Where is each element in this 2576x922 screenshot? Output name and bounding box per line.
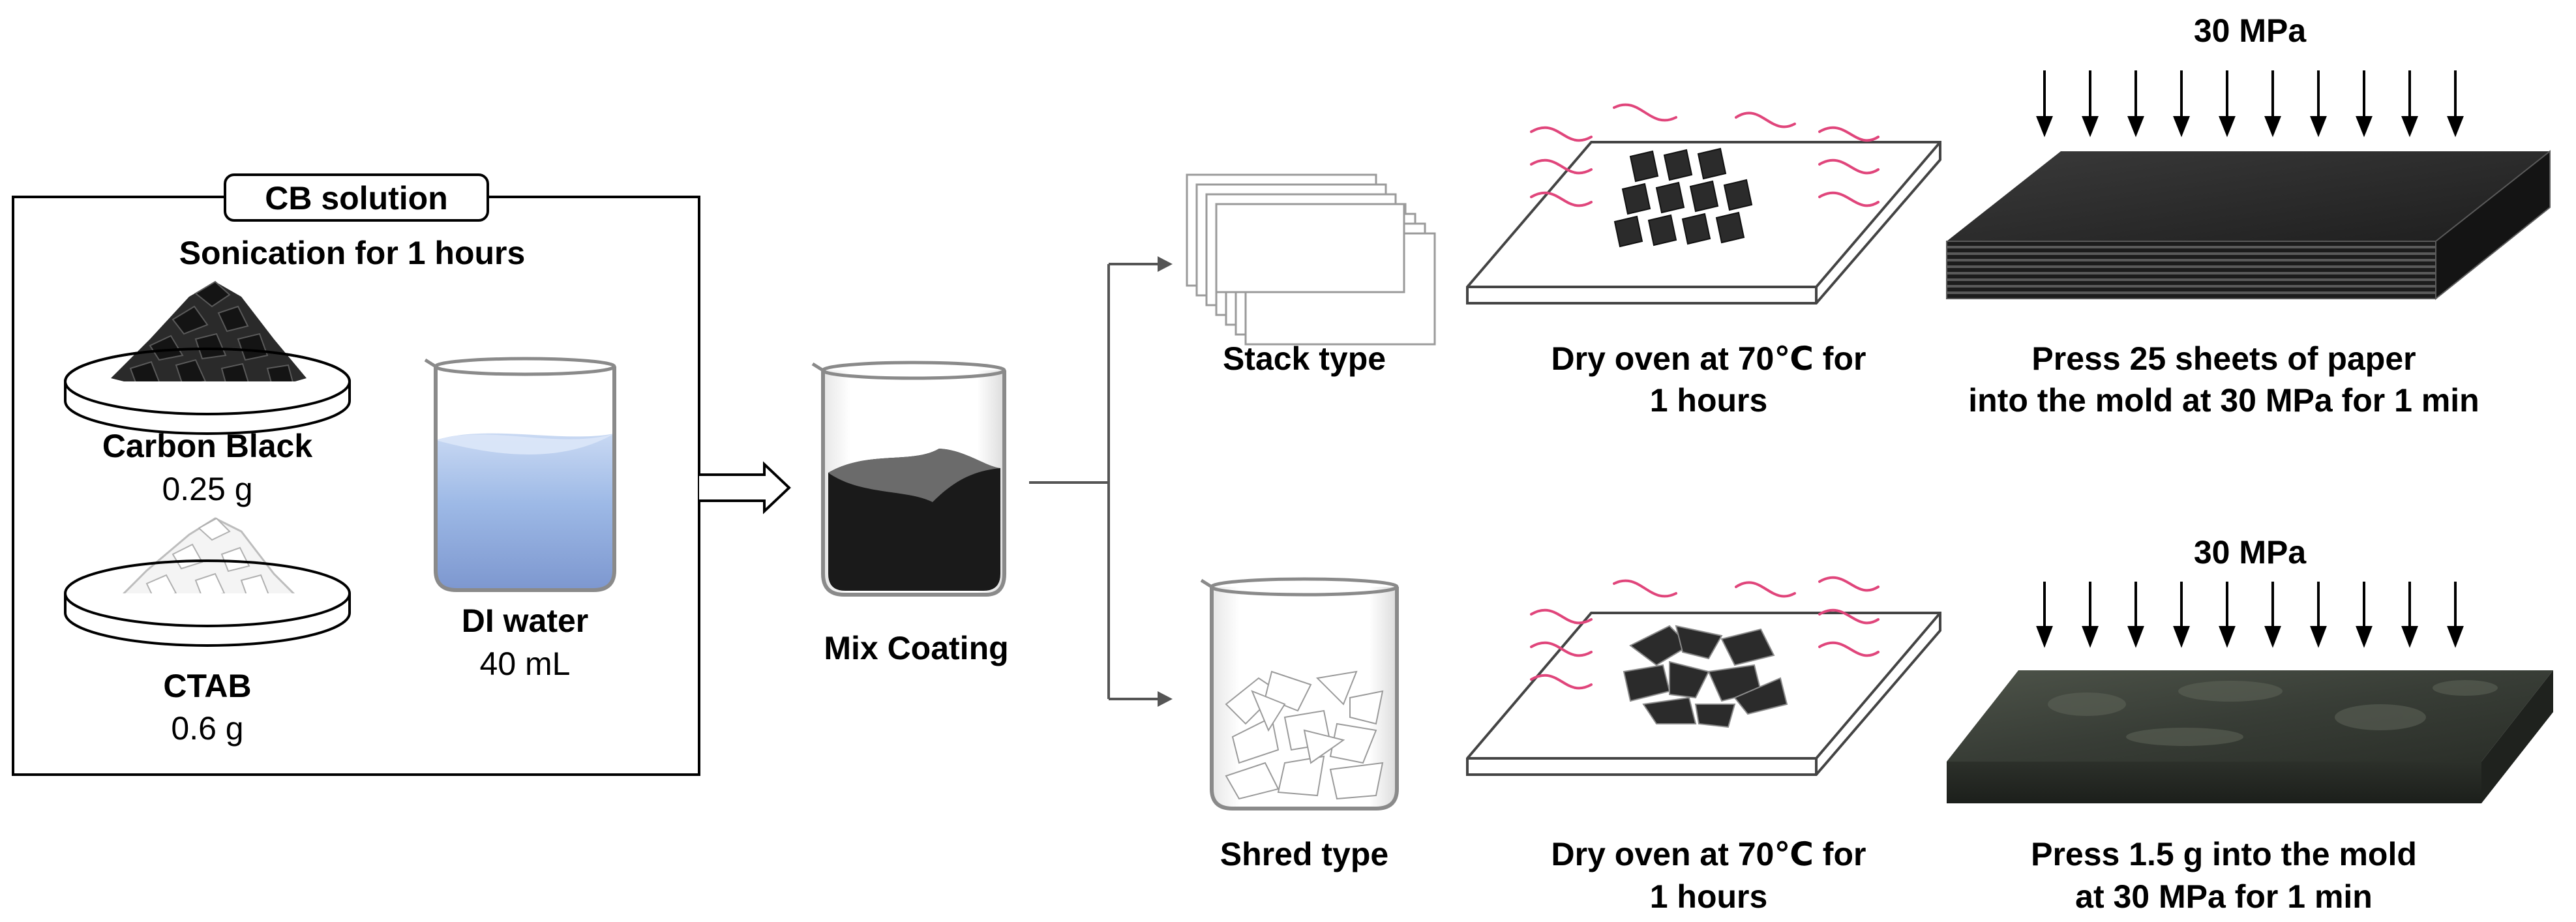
carbon-black-dish — [64, 280, 351, 435]
stack-pressure-label: 30 MPa — [2193, 12, 2307, 49]
mix-beaker — [811, 361, 1006, 597]
shredded-paper — [1225, 670, 1384, 800]
shred-press-line2: at 30 MPa for 1 min — [2075, 878, 2373, 915]
shred-type-label: Shred type — [1220, 836, 1389, 872]
carbon-black-pile — [111, 280, 307, 391]
ctab-label: CTAB — [163, 668, 252, 704]
shred-dry-line2: 1 hours — [1649, 878, 1768, 915]
shred-beaker — [1200, 577, 1399, 810]
drying-shreds — [1623, 625, 1788, 728]
ctab-dish — [64, 517, 351, 647]
stack-dry-line1: Dry oven at 70℃ for — [1551, 340, 1866, 377]
heat-waves-stack — [1530, 103, 1880, 207]
stack-press-line1: Press 25 sheets of paper — [2031, 340, 2416, 377]
pressed-paper-stack — [1946, 149, 2551, 301]
sonication-label: Sonication for 1 hours — [179, 235, 526, 271]
press-arrows-stack — [2036, 70, 2464, 138]
cb-solution-box — [12, 173, 700, 776]
di-water-label: DI water — [461, 602, 589, 639]
hollow-arrow — [699, 461, 791, 514]
drying-sheets — [1613, 147, 1753, 248]
arrowhead-shred — [1158, 691, 1173, 707]
stack-press-line2: into the mold at 30 MPa for 1 min — [1968, 382, 2479, 419]
water-beaker — [424, 357, 616, 592]
oven-plate-shred — [1466, 612, 1941, 776]
oven-plate-stack — [1466, 141, 1941, 305]
stack-type-label: Stack type — [1222, 340, 1386, 377]
shred-pressure-label: 30 MPa — [2193, 534, 2307, 571]
heat-waves-shred — [1530, 576, 1880, 690]
shred-press-line1: Press 1.5 g into the mold — [2031, 836, 2417, 872]
cb-solution-title-box — [224, 173, 489, 222]
shred-dry-line1: Dry oven at 70℃ for — [1551, 836, 1866, 872]
branch-arrows — [1029, 263, 1158, 700]
carbon-black-label: Carbon Black — [102, 428, 313, 464]
cb-solution-title: CB solution — [265, 180, 448, 216]
carbon-black-amount: 0.25 g — [162, 471, 253, 507]
press-arrows-shred — [2036, 582, 2464, 648]
arrowhead-stack — [1158, 256, 1173, 272]
ctab-amount: 0.6 g — [171, 710, 244, 747]
stack-dry-line2: 1 hours — [1649, 382, 1768, 419]
di-water-amount: 40 mL — [479, 646, 571, 682]
mix-coating-label: Mix Coating — [824, 630, 1009, 666]
pressed-shred-block — [1947, 670, 2553, 803]
